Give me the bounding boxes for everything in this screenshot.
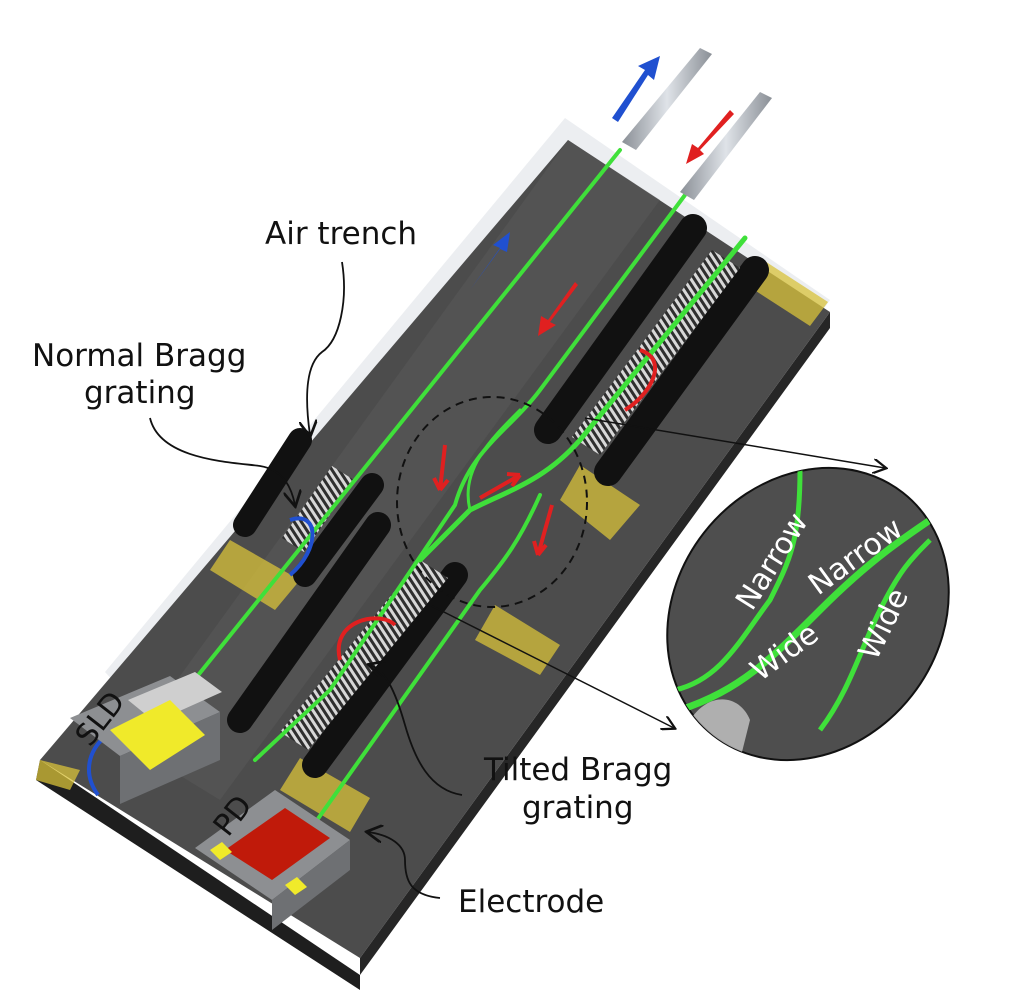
waveguides (128, 148, 748, 832)
sld-chip: SLD (69, 672, 222, 804)
magnified-region-outline (396, 396, 588, 608)
red-arrow-icon (538, 282, 578, 336)
air-trenches (227, 214, 769, 778)
red-arrow-icon (432, 444, 450, 492)
zoom-inset: Narrow Narrow Wide Wide (666, 466, 962, 762)
callout-leaders (149, 261, 463, 899)
normal-bragg-grating (282, 466, 354, 552)
tilted-bragg-label-line1: Tilted Bragg (483, 752, 672, 788)
output-fiber (622, 48, 712, 150)
zoom-connector-top (584, 417, 885, 468)
normal-bragg-label-line2: grating (84, 375, 196, 411)
air-trench-label: Air trench (265, 216, 417, 252)
pd-chip: PD (195, 789, 350, 930)
blue-loop-icon (288, 516, 315, 577)
input-fiber (680, 92, 772, 200)
tilted-bragg-label-line2: grating (522, 790, 634, 826)
red-arrow-icon (479, 472, 522, 500)
substrate-side-left (36, 760, 360, 990)
blue-arrow-icon (612, 56, 660, 122)
red-arrow-icon (686, 110, 734, 164)
red-loop-icon (623, 348, 658, 412)
optical-fibers (612, 48, 772, 200)
zoom-connector-bottom (431, 605, 674, 728)
blue-arrow-icon (470, 232, 510, 290)
tilted-bragg-grating-upper (572, 250, 740, 455)
normal-bragg-label-line1: Normal Bragg (32, 338, 246, 374)
red-arrow-icon (532, 504, 554, 557)
tilted-bragg-grating-lower (280, 560, 448, 750)
electrode-label: Electrode (458, 884, 604, 920)
substrate-sheen (130, 140, 660, 800)
substrate-side-right (360, 312, 830, 975)
red-loop-icon (336, 616, 397, 661)
